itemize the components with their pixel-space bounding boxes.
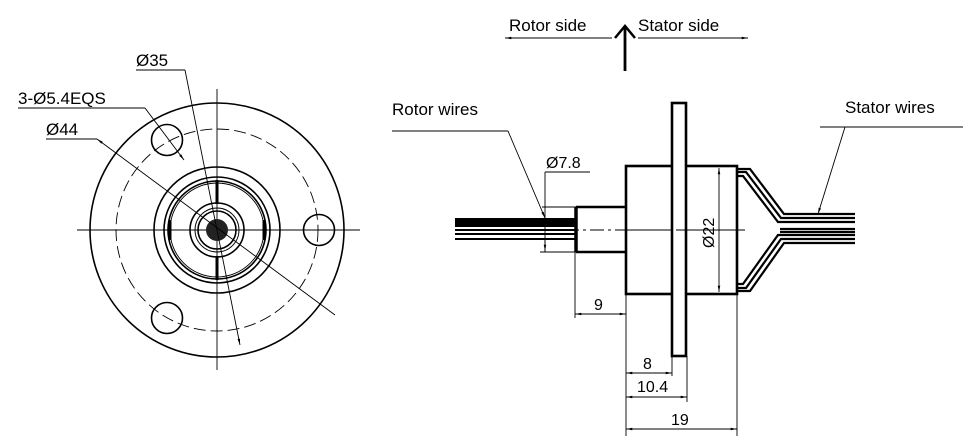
body-ring-outer xyxy=(153,166,281,294)
mounting-hole-3 xyxy=(150,301,184,335)
rotor-side-label: Rotor side xyxy=(509,16,586,35)
mounting-hole-2 xyxy=(302,213,336,247)
stator-wires-label: Stator wires xyxy=(845,98,935,117)
mounting-hole-1 xyxy=(150,123,184,157)
pitch-circle xyxy=(115,128,319,332)
flange xyxy=(670,101,688,358)
stator-side-label: Stator side xyxy=(638,16,719,35)
flange-position-label: 8 xyxy=(643,356,652,373)
rotor-diameter-label: Ø7.8 xyxy=(546,155,581,172)
body-diameter-label: Ø22 xyxy=(701,218,718,248)
flange-leader xyxy=(96,138,336,316)
rotor-wire-bundle xyxy=(455,218,576,240)
rotor-ring-2 xyxy=(194,207,240,253)
direction-indicator: Rotor side Stator side xyxy=(505,16,748,71)
front-view: Ø35 3-Ø5.4EQS Ø44 xyxy=(18,51,360,370)
side-view: Rotor wires Stator wires Ø7.8 Ø22 9 8 10… xyxy=(392,98,963,436)
pcd-leader xyxy=(184,69,241,346)
flange-diameter-label: Ø44 xyxy=(46,120,78,139)
body-length-label: 19 xyxy=(671,412,689,429)
up-arrow-head xyxy=(614,24,636,39)
body-ring-2 xyxy=(163,176,271,284)
rotor-wires-label: Rotor wires xyxy=(392,100,478,119)
flange-outline xyxy=(89,102,345,358)
stator-wire-bundle xyxy=(737,167,855,293)
stator-wires-leader xyxy=(817,126,846,215)
pcd-label: Ø35 xyxy=(136,51,168,70)
hole-spec-label: 3-Ø5.4EQS xyxy=(18,89,106,108)
rotor-length-label: 9 xyxy=(594,297,603,314)
hole-leader xyxy=(144,107,185,161)
rotor-wires-leader xyxy=(507,130,546,219)
flange-far-label: 10.4 xyxy=(637,379,668,396)
rotor-ring-3 xyxy=(197,210,237,250)
